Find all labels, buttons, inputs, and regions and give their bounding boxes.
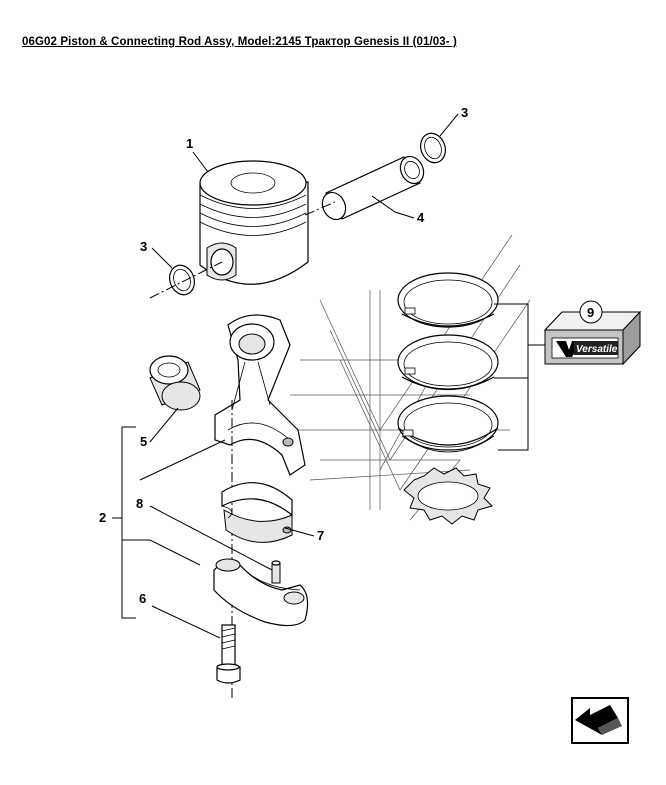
callout-8: 8 bbox=[136, 496, 143, 511]
snap-ring-right-part[interactable] bbox=[417, 130, 450, 166]
callout-4: 4 bbox=[417, 210, 425, 225]
leader-4 bbox=[371, 195, 415, 219]
connecting-rod-part[interactable] bbox=[214, 314, 306, 700]
bearing-shells-part[interactable] bbox=[221, 482, 293, 543]
leader-7 bbox=[284, 527, 315, 537]
ring-set-bracket bbox=[494, 303, 545, 451]
leader-5 bbox=[139, 407, 226, 481]
arrow-left-down-icon[interactable] bbox=[571, 697, 629, 744]
callout-5: 5 bbox=[140, 434, 147, 449]
expander-ring-part[interactable] bbox=[403, 467, 493, 525]
leader-3-right bbox=[439, 113, 459, 137]
page-title: 06G02 Piston & Connecting Rod Assy, Mode… bbox=[22, 36, 457, 48]
piston-ring-2-part[interactable] bbox=[397, 334, 499, 390]
callout-3-left: 3 bbox=[140, 239, 147, 254]
leader-3-left bbox=[151, 247, 173, 269]
snap-ring-left-part[interactable] bbox=[149, 261, 223, 299]
callout-6: 6 bbox=[139, 591, 146, 606]
callout-9: 9 bbox=[587, 305, 594, 320]
leader-8 bbox=[149, 505, 273, 571]
bushing-part[interactable] bbox=[149, 355, 201, 411]
bracket-2 bbox=[112, 426, 201, 619]
piston-ring-1-part[interactable] bbox=[397, 272, 499, 328]
dowel-pin-part[interactable] bbox=[271, 560, 281, 584]
leader-6 bbox=[151, 605, 221, 639]
versatile-kit-box[interactable]: Versatile bbox=[543, 300, 642, 366]
leader-1 bbox=[192, 151, 209, 173]
callout-2: 2 bbox=[99, 510, 106, 525]
piston-ring-3-part[interactable] bbox=[397, 395, 499, 453]
versatile-logo: Versatile bbox=[576, 344, 618, 355]
piston-part[interactable] bbox=[199, 160, 309, 285]
callout-1: 1 bbox=[186, 136, 193, 151]
callout-7: 7 bbox=[317, 528, 324, 543]
rod-cap-part[interactable] bbox=[213, 558, 309, 627]
piston-pin-part[interactable] bbox=[304, 153, 428, 224]
callout-3-right: 3 bbox=[461, 105, 468, 120]
bolt-part[interactable] bbox=[216, 624, 241, 684]
